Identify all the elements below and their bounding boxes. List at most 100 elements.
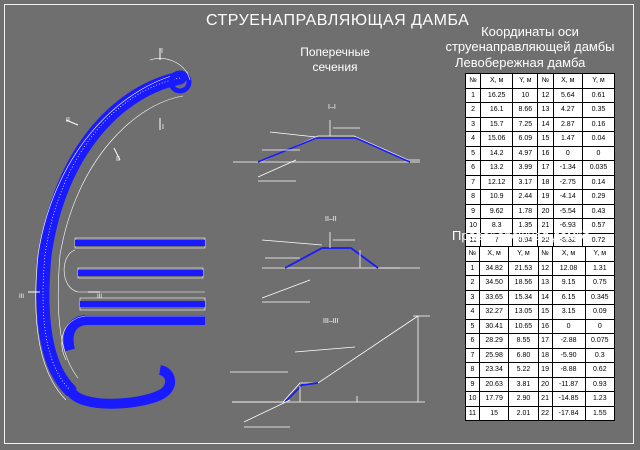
table-cell: 16: [537, 318, 553, 334]
table-cell: 9: [465, 376, 480, 392]
table-cell: 17: [537, 160, 554, 176]
table-cell: 10.9: [480, 189, 514, 205]
table-cell: 0.075: [584, 333, 616, 349]
table-cell: 3: [464, 116, 482, 132]
table-cell: 18: [537, 174, 554, 190]
table-cell: 6.80: [508, 347, 539, 363]
table-cell: 13: [537, 275, 553, 291]
left-bank-title: Левобережная дамба: [455, 55, 586, 70]
table-cell: 19: [537, 189, 554, 205]
table-cell: 0.14: [581, 174, 616, 190]
table-cell: 34.50: [478, 275, 510, 291]
table-cell: 0: [551, 318, 586, 334]
table-cell: 14: [537, 289, 553, 305]
column-header: Y, м: [584, 246, 616, 262]
table-cell: 0.75: [584, 275, 616, 291]
column-header: Y, м: [508, 246, 539, 262]
table-cell: 9: [464, 203, 482, 219]
table-cell: 0.035: [581, 160, 616, 176]
table-cell: 0: [581, 145, 616, 161]
table-cell: 15: [478, 405, 510, 421]
table-cell: -8.88: [551, 362, 586, 378]
table-cell: 0.3: [584, 347, 616, 363]
table-cell: 5: [464, 145, 482, 161]
table-cell: 3.15: [551, 304, 586, 320]
table-cell: 20: [537, 376, 553, 392]
table-cell: 16.25: [480, 87, 514, 103]
table-cell: 2.44: [512, 189, 539, 205]
table-cell: 13: [537, 102, 554, 118]
cross-sections-heading: Поперечные сечения: [300, 45, 370, 74]
cross-section-3: [230, 315, 430, 428]
table-cell: 21: [537, 391, 553, 407]
table-cell: 0.57: [581, 218, 616, 234]
table-cell: 6.09: [512, 131, 539, 147]
table-cell: 8.3: [480, 218, 514, 234]
plan-section-mark-1a: I: [161, 48, 163, 55]
table-cell: -2.75: [552, 174, 583, 190]
table-cell: 3: [465, 289, 480, 305]
table-cell: 16.1: [480, 102, 514, 118]
table-cell: 1.47: [552, 131, 583, 147]
column-header: №: [465, 246, 480, 262]
table-cell: 15: [537, 304, 553, 320]
table-cell: 0.62: [584, 362, 616, 378]
table-cell: 8: [464, 189, 482, 205]
table-cell: 6: [464, 160, 482, 176]
column-header: X, м: [551, 246, 586, 262]
table-cell: 1.31: [584, 260, 616, 276]
table-cell: 21.53: [508, 260, 539, 276]
table-cell: 8.66: [512, 102, 539, 118]
table-cell: 10: [464, 218, 482, 234]
table-cell: 16: [537, 145, 554, 161]
table-cell: 17.79: [478, 391, 510, 407]
table-cell: 21: [537, 218, 554, 234]
cross-section-1: [233, 120, 420, 182]
column-header: Y, м: [581, 73, 616, 89]
table-cell: 20: [537, 203, 554, 219]
table-cell: 2: [465, 275, 480, 291]
table-cell: -2.88: [551, 333, 586, 349]
table-cell: -1.34: [552, 160, 583, 176]
table-cell: -5.54: [552, 203, 583, 219]
table-cell: 14.2: [480, 145, 514, 161]
column-header: X, м: [478, 246, 510, 262]
table-cell: 6.15: [551, 289, 586, 305]
drawing-frame: [4, 4, 634, 444]
table-cell: 0.43: [581, 203, 616, 219]
table-cell: 18.56: [508, 275, 539, 291]
right-bank-title: Правобережная дамба: [452, 228, 591, 243]
table-cell: 22: [537, 405, 553, 421]
table-cell: 11: [465, 405, 480, 421]
column-header: №: [537, 73, 554, 89]
table-cell: 5: [465, 318, 480, 334]
table-cell: 3.81: [508, 376, 539, 392]
table-cell: 4.27: [552, 102, 583, 118]
table-cell: 32.27: [478, 304, 510, 320]
table-cell: 15.06: [480, 131, 514, 147]
table-cell: 13.2: [480, 160, 514, 176]
table-cell: 2: [464, 102, 482, 118]
table-cell: 25.98: [478, 347, 510, 363]
table-cell: 1: [465, 260, 480, 276]
table-cell: 6: [465, 333, 480, 349]
table-cell: 15.34: [508, 289, 539, 305]
table-cell: 9.15: [551, 275, 586, 291]
